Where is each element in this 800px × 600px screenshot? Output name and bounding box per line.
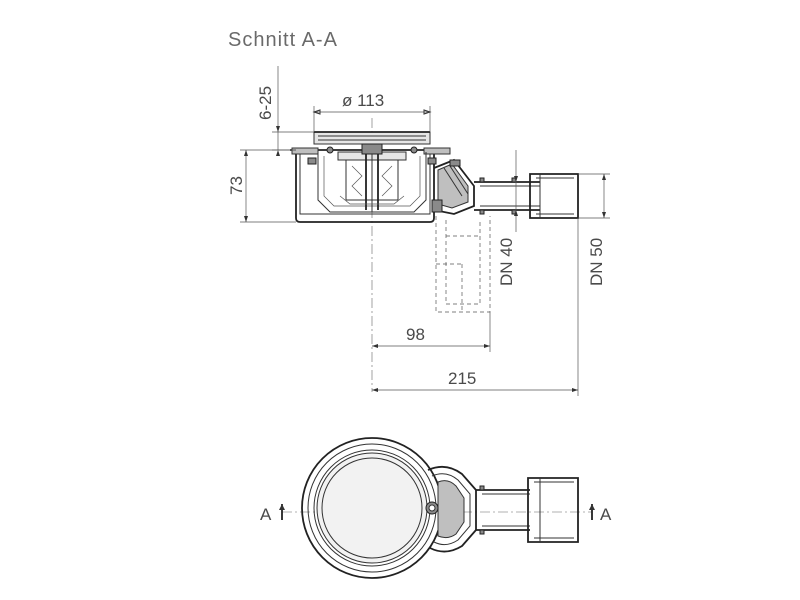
section-mark-left: A <box>260 505 272 524</box>
section-view: ø 113 6-25 73 DN 40 DN 50 98 <box>227 66 610 396</box>
plan-view: A A <box>260 437 612 579</box>
dim-offset-98: 98 <box>406 325 425 344</box>
drawing-title: Schnitt A-A <box>228 29 338 51</box>
dim-outlet-dn50: DN 50 <box>587 238 606 286</box>
dim-outlet-dn40: DN 40 <box>497 238 516 286</box>
section-mark-right: A <box>600 505 612 524</box>
dim-body-height: 73 <box>227 176 246 195</box>
dim-grate-diameter: ø 113 <box>342 91 384 110</box>
grate-cover <box>313 131 431 145</box>
dim-height-range: 6-25 <box>256 86 275 120</box>
dim-total-215: 215 <box>448 369 476 388</box>
